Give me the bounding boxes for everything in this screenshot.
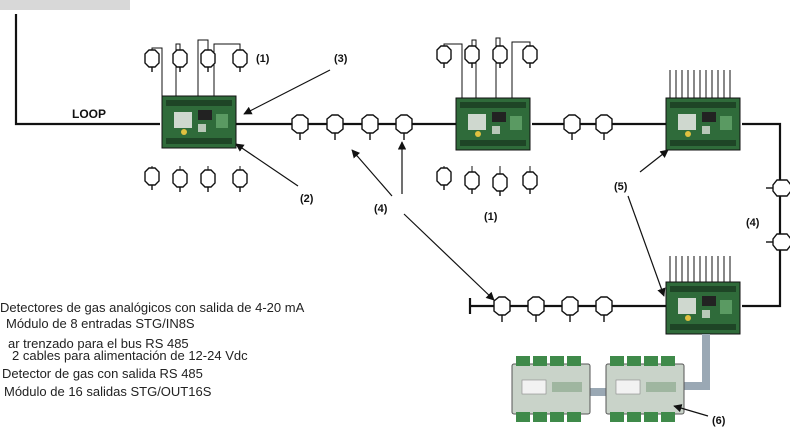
- output-module-board-top: [665, 70, 741, 151]
- analog-gas-detector: [522, 45, 538, 69]
- callout-5: (5): [614, 181, 628, 193]
- analog-gas-detector: [172, 169, 188, 193]
- analog-gas-detector: [144, 167, 160, 191]
- rs485-detectors-group-3: [493, 296, 613, 323]
- rs485-detectors-group-2: [563, 114, 613, 141]
- header-strip: [0, 0, 130, 10]
- loop-label: LOOP: [72, 107, 106, 121]
- analog-gas-detector: [492, 173, 508, 197]
- analog-gas-detector: [436, 167, 452, 191]
- analog-gas-detector: [144, 49, 160, 73]
- input-module-board-2: [436, 37, 538, 197]
- analog-gas-detector: [200, 169, 216, 193]
- analog-gas-detector: [522, 171, 538, 195]
- input-module-board-1: [144, 39, 248, 193]
- callout-4-center: (4): [374, 203, 388, 215]
- rs485-detectors-right: [765, 179, 790, 251]
- legend-item-5: Detector de gas con salida RS 485: [2, 366, 203, 381]
- analog-gas-detector: [464, 171, 480, 195]
- callout-3: (3): [334, 53, 348, 65]
- legend-item-2: Módulo de 8 entradas STG/IN8S: [6, 316, 195, 331]
- legend-item-3: ar trenzado para el bus RS 485: [8, 336, 189, 351]
- legend-item-1: Detectores de gas analógicos con salida …: [0, 300, 305, 315]
- analog-gas-detector: [464, 45, 480, 69]
- callout-1-bottom: (1): [484, 211, 498, 223]
- callout-2: (2): [300, 193, 314, 205]
- legend-item-4: 2 cables para alimentación de 12-24 Vdc: [12, 348, 248, 363]
- legend: Detectores de gas analógicos con salida …: [0, 300, 440, 400]
- callout-6: (6): [712, 415, 726, 427]
- analog-gas-detector: [200, 49, 216, 73]
- analog-gas-detector: [172, 49, 188, 73]
- analog-gas-detector: [232, 169, 248, 193]
- rs485-detectors-group-1: [291, 114, 413, 141]
- callout-1-top: (1): [256, 53, 270, 65]
- din-output-modules: [511, 355, 685, 423]
- legend-item-6: Módulo de 16 salidas STG/OUT16S: [4, 384, 212, 399]
- analog-gas-detector: [492, 45, 508, 69]
- analog-gas-detector: [232, 49, 248, 73]
- callout-4-right: (4): [746, 217, 760, 229]
- analog-gas-detector: [436, 45, 452, 69]
- callout-arrows: [235, 69, 709, 417]
- loop-bus: [14, 14, 782, 314]
